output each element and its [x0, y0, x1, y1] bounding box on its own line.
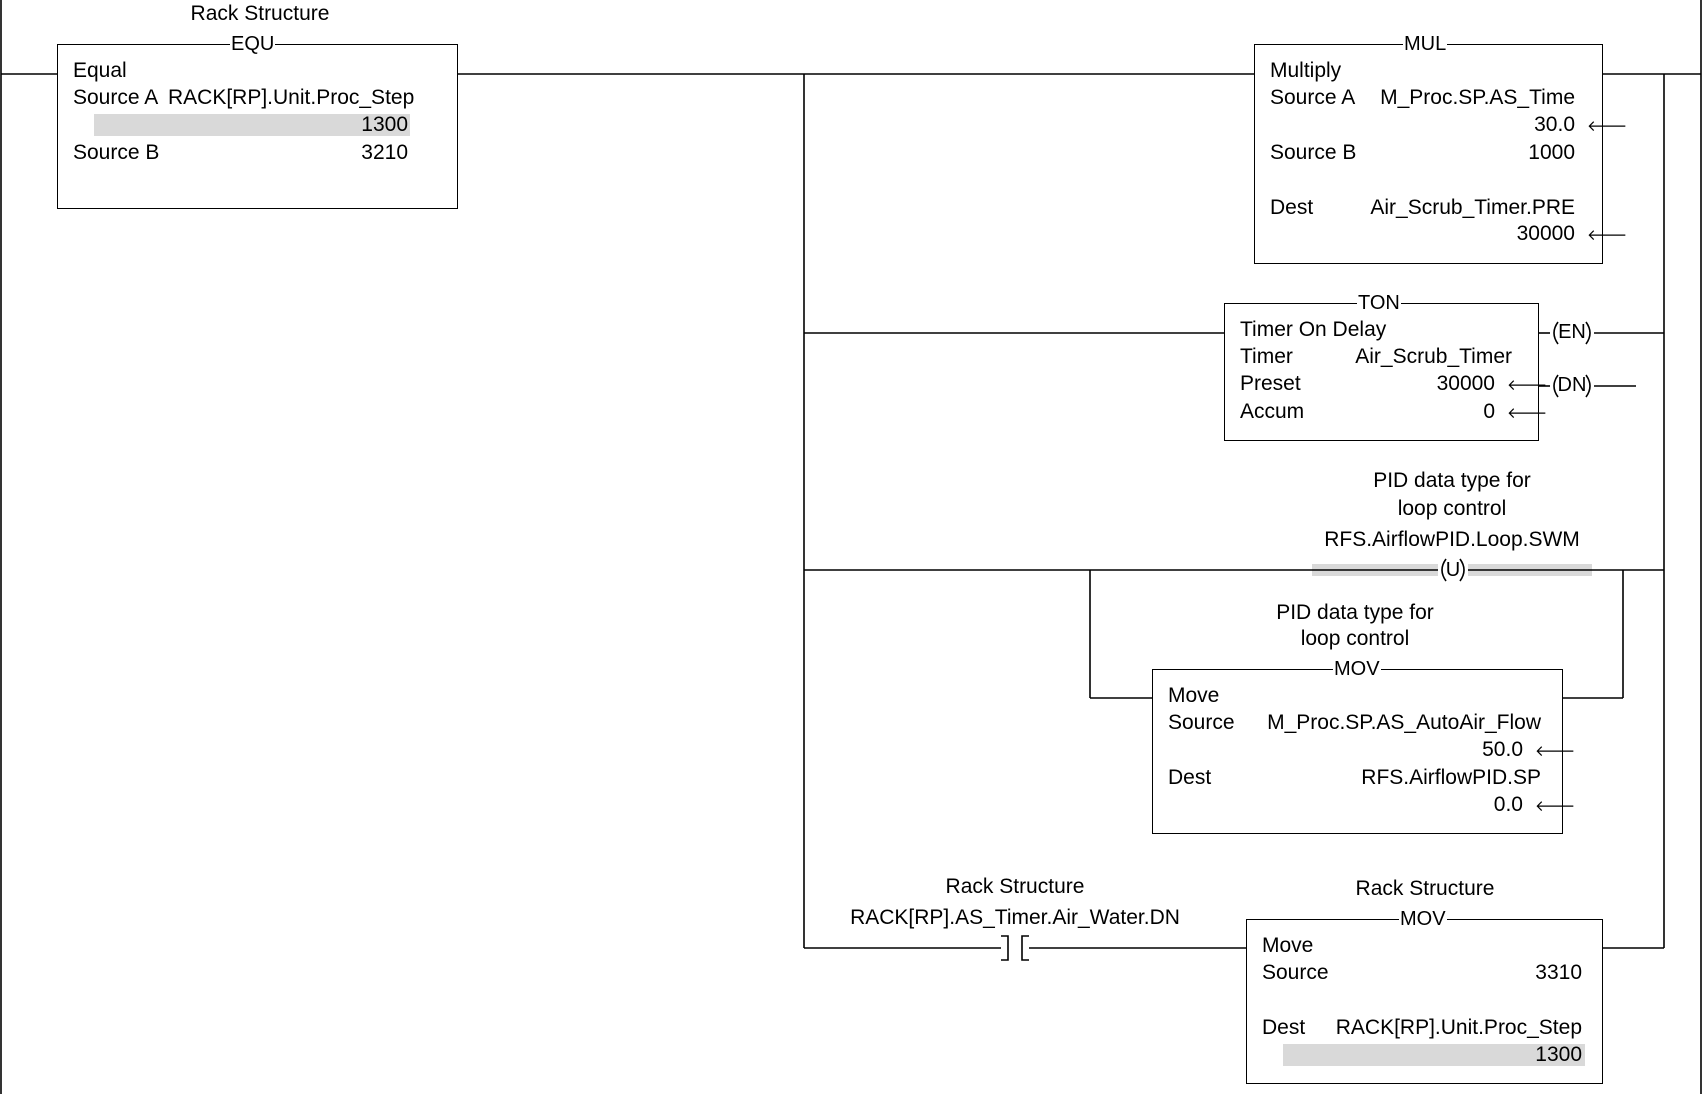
equ-instruction-name: EQU	[230, 32, 276, 56]
xic-contact-left	[1001, 935, 1009, 961]
ton-accum-arrow-icon: 🡐	[1507, 405, 1548, 422]
otu-description-line1: PID data type for	[1373, 469, 1531, 492]
otu-tag[interactable]: RFS.AirflowPID.Loop.SWM	[1324, 528, 1580, 551]
mov1-instruction-name: MOV	[1333, 657, 1381, 681]
dn-coil-left-paren	[1553, 374, 1559, 398]
equ-source-a-label: Source A	[73, 86, 159, 109]
mul-dest-arrow-icon: 🡐	[1587, 227, 1628, 244]
mov1-source-arrow-icon: 🡐	[1535, 743, 1576, 760]
equ-instruction-block[interactable]: EQU Equal Source A RACK[RP].Unit.Proc_St…	[57, 32, 458, 209]
ton-preset-arrow-icon: 🡐	[1507, 377, 1548, 394]
mov2-title: Move	[1262, 934, 1314, 957]
equ-source-a-tag[interactable]: RACK[RP].Unit.Proc_Step	[168, 86, 415, 109]
mul-source-a-tag[interactable]: M_Proc.SP.AS_Time	[1380, 86, 1575, 109]
mov1-source-tag[interactable]: M_Proc.SP.AS_AutoAir_Flow	[1267, 711, 1541, 734]
mul-source-a-label: Source A	[1270, 86, 1356, 109]
ton-dn-coil-label[interactable]: DN	[1557, 374, 1587, 396]
mov2-instruction-block[interactable]: MOV Move Source 3310 Dest RACK[RP].Unit.…	[1246, 907, 1603, 1084]
mov2-source-value[interactable]: 3310	[1535, 961, 1582, 984]
equ-source-b-label: Source B	[73, 141, 160, 164]
mov2-tag-description: Rack Structure	[1355, 877, 1495, 900]
mov1-source-value[interactable]: 50.0	[1482, 738, 1523, 761]
mov1-dest-tag[interactable]: RFS.AirflowPID.SP	[1361, 766, 1541, 789]
ton-en-coil-label[interactable]: EN	[1558, 321, 1586, 343]
mul-instruction-name: MUL	[1403, 32, 1448, 56]
ton-instruction-name: TON	[1357, 291, 1401, 315]
equ-title: Equal	[73, 59, 127, 82]
ton-timer-label: Timer	[1240, 345, 1293, 368]
equ-source-b-value[interactable]: 3210	[361, 141, 408, 164]
mov1-instruction-block[interactable]: MOV Move Source M_Proc.SP.AS_AutoAir_Flo…	[1152, 657, 1575, 834]
ton-preset-label: Preset	[1240, 372, 1301, 395]
mov2-dest-value-highlight	[1283, 1044, 1585, 1066]
mov2-dest-value[interactable]: 1300	[1535, 1043, 1582, 1066]
mul-instruction-block[interactable]: MUL Multiply Source A M_Proc.SP.AS_Time …	[1254, 32, 1627, 264]
mov1-source-label: Source	[1168, 711, 1235, 734]
mov1-title: Move	[1168, 684, 1220, 707]
ton-title: Timer On Delay	[1240, 318, 1387, 341]
otu-coil-symbol[interactable]: U	[1445, 559, 1461, 581]
mov1-description-line2: loop control	[1300, 627, 1410, 650]
xic-contact-right	[1021, 935, 1029, 961]
mul-title: Multiply	[1270, 59, 1342, 82]
mov2-dest-tag[interactable]: RACK[RP].Unit.Proc_Step	[1335, 1016, 1582, 1039]
equ-source-a-value[interactable]: 1300	[361, 113, 408, 136]
mov1-dest-arrow-icon: 🡐	[1535, 798, 1576, 815]
mul-source-b-label: Source B	[1270, 141, 1357, 164]
mul-dest-value[interactable]: 30000	[1516, 222, 1575, 245]
mul-dest-tag[interactable]: Air_Scrub_Timer.PRE	[1370, 196, 1575, 219]
en-coil-right-paren	[1585, 321, 1591, 345]
ton-accum-value[interactable]: 0	[1483, 400, 1495, 423]
otu-description-line2: loop control	[1397, 497, 1507, 520]
equ-tag-description: Rack Structure	[190, 2, 330, 25]
unlatch-coil-left-paren	[1441, 558, 1447, 582]
mov2-source-label: Source	[1262, 961, 1329, 984]
mov1-dest-label: Dest	[1168, 766, 1212, 789]
equ-source-a-value-highlight	[94, 114, 410, 136]
mov2-instruction-name: MOV	[1399, 907, 1447, 931]
mul-source-b-value[interactable]: 1000	[1528, 141, 1575, 164]
xic-tag[interactable]: RACK[RP].AS_Timer.Air_Water.DN	[850, 906, 1180, 929]
ton-accum-label: Accum	[1240, 400, 1305, 423]
mov1-dest-value[interactable]: 0.0	[1493, 793, 1523, 816]
ton-preset-value[interactable]: 30000	[1436, 372, 1495, 395]
mov1-description-line1: PID data type for	[1276, 601, 1434, 624]
dn-coil-right-paren	[1585, 374, 1591, 398]
en-coil-left-paren	[1553, 321, 1559, 345]
mul-source-a-arrow-icon: 🡐	[1587, 118, 1628, 135]
mul-dest-label: Dest	[1270, 196, 1314, 219]
unlatch-coil-right-paren	[1459, 558, 1465, 582]
ton-instruction-block[interactable]: TON Timer On Delay Timer Air_Scrub_Timer…	[1224, 291, 1547, 441]
mov2-dest-label: Dest	[1262, 1016, 1306, 1039]
ton-timer-tag[interactable]: Air_Scrub_Timer	[1355, 345, 1512, 368]
xic-tag-description: Rack Structure	[945, 875, 1085, 898]
mul-source-a-value[interactable]: 30.0	[1534, 113, 1575, 136]
